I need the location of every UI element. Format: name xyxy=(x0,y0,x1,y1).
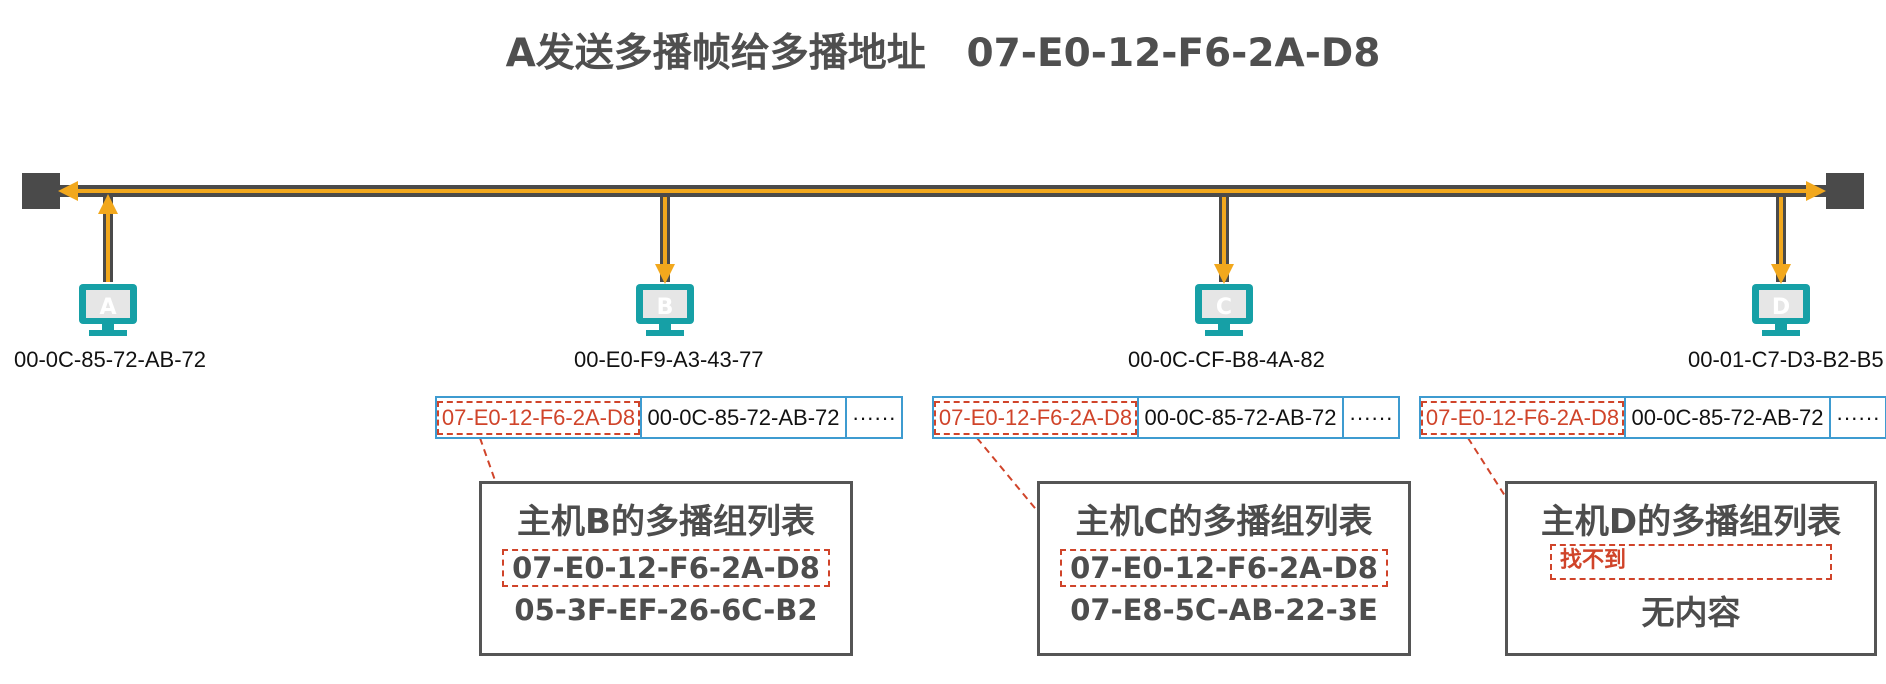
host-d-letter: D xyxy=(1772,295,1790,320)
host-c-computer-icon: C xyxy=(1195,284,1253,336)
frame-more-field: ······ xyxy=(1349,404,1393,430)
empty-content-label: 无内容 xyxy=(1641,593,1741,632)
host-drops xyxy=(98,194,1791,284)
frame-more-field: ······ xyxy=(852,404,896,430)
frame-dest-field: 07-E0-12-F6-2A-D8 xyxy=(933,398,1139,437)
diagram-title: A发送多播帧给多播地址 07-E0-12-F6-2A-D8 xyxy=(505,31,1381,76)
host-c-mac: 00-0C-CF-B8-4A-82 xyxy=(1128,347,1325,372)
host-d-mac: 00-01-C7-D3-B2-B5 xyxy=(1688,347,1884,372)
host-c-letter: C xyxy=(1216,295,1232,320)
list-title: 主机C的多播组列表 xyxy=(1075,502,1373,542)
frame-dest-field: 07-E0-12-F6-2A-D8 xyxy=(1420,398,1626,437)
bus-terminator-left xyxy=(22,173,60,209)
not-found-label: 找不到 xyxy=(1550,544,1832,580)
host-c-multicast-list: 主机C的多播组列表 07-E0-12-F6-2A-D8 07-E8-5C-AB-… xyxy=(1037,481,1411,656)
frame-src-field: 00-0C-85-72-AB-72 xyxy=(642,398,847,437)
list-title: 主机B的多播组列表 xyxy=(517,502,815,542)
list-title: 主机D的多播组列表 xyxy=(1540,502,1842,542)
list-entry: 07-E8-5C-AB-22-3E xyxy=(1070,593,1378,627)
list-entry: 05-3F-EF-26-6C-B2 xyxy=(514,593,818,627)
host-a-computer-icon: A xyxy=(79,284,137,336)
bus-terminator-right xyxy=(1826,173,1864,209)
host-b-multicast-list: 主机B的多播组列表 07-E0-12-F6-2A-D8 05-3F-EF-26-… xyxy=(479,481,853,656)
frame-src-field: 00-0C-85-72-AB-72 xyxy=(1139,398,1344,437)
frame-at-host-b: 07-E0-12-F6-2A-D8 00-0C-85-72-AB-72 ····… xyxy=(435,396,903,439)
frame-src-field: 00-0C-85-72-AB-72 xyxy=(1626,398,1831,437)
host-b-mac: 00-E0-F9-A3-43-77 xyxy=(574,347,764,372)
frame-dest-field: 07-E0-12-F6-2A-D8 xyxy=(436,398,642,437)
list-entry-match: 07-E0-12-F6-2A-D8 xyxy=(1060,549,1388,587)
frame-at-host-d: 07-E0-12-F6-2A-D8 00-0C-85-72-AB-72 ····… xyxy=(1419,396,1886,439)
host-d-computer-icon: D xyxy=(1752,284,1810,336)
host-a-letter: A xyxy=(99,295,116,320)
host-d-multicast-list: 主机D的多播组列表 找不到 无内容 xyxy=(1505,481,1877,656)
host-a-mac: 00-0C-85-72-AB-72 xyxy=(14,347,206,372)
ethernet-bus xyxy=(22,173,1864,209)
host-b-computer-icon: B xyxy=(636,284,694,336)
frame-more-field: ······ xyxy=(1836,404,1880,430)
host-b-letter: B xyxy=(657,295,674,320)
list-entry-match: 07-E0-12-F6-2A-D8 xyxy=(502,549,830,587)
frame-at-host-c: 07-E0-12-F6-2A-D8 00-0C-85-72-AB-72 ····… xyxy=(932,396,1400,439)
